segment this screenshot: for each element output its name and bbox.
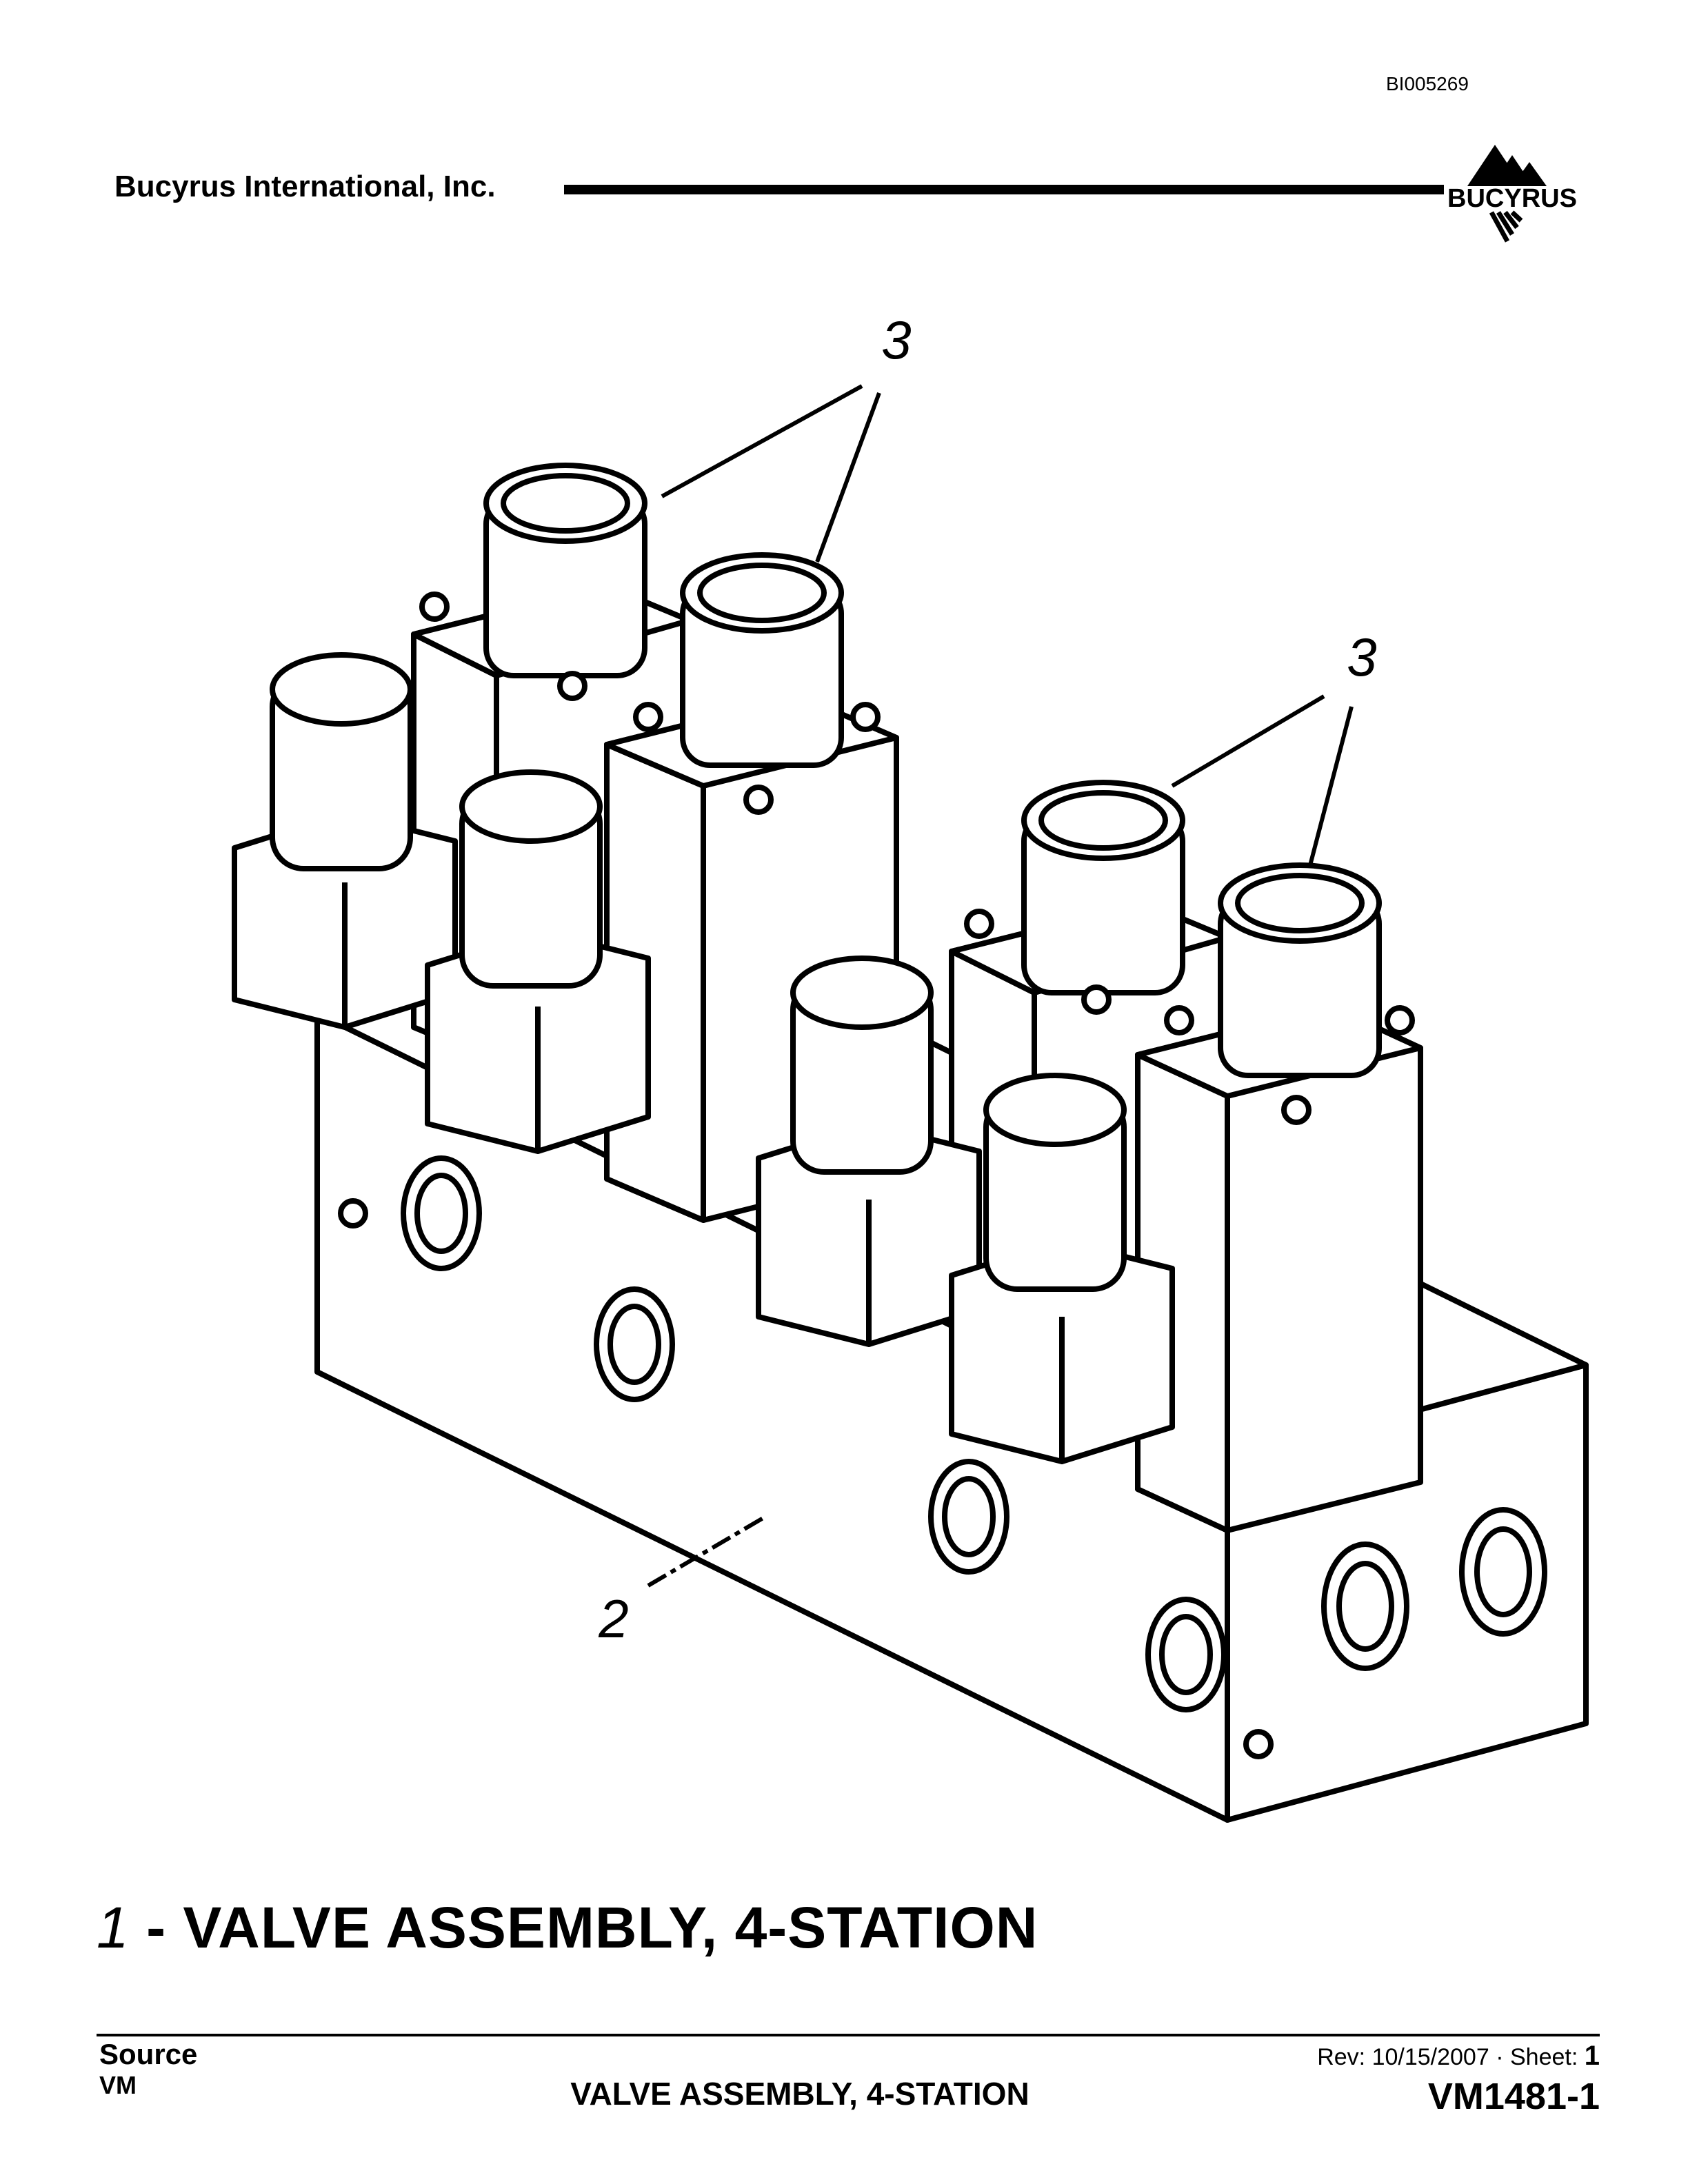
header-rule bbox=[564, 185, 1444, 194]
callout-label: 3 bbox=[1347, 627, 1376, 687]
bucyrus-logo: BUCYRUS bbox=[1447, 145, 1577, 243]
source-value: VM bbox=[99, 2071, 137, 2099]
figure-title: 1 - VALVE ASSEMBLY, 4-STATION bbox=[97, 1894, 1038, 1961]
figure-number: 1 bbox=[97, 1895, 130, 1960]
callout-label: 3 bbox=[881, 310, 911, 370]
callout-label: 2 bbox=[598, 1588, 628, 1649]
rev-date: 10/15/2007 bbox=[1372, 2044, 1489, 2070]
logo-text: BUCYRUS bbox=[1447, 184, 1577, 213]
sheet-label: Sheet: bbox=[1509, 2044, 1578, 2070]
part-number: VM1481-1 bbox=[1427, 2076, 1600, 2117]
document-id: BI005269 bbox=[1386, 73, 1469, 94]
company-name: Bucyrus International, Inc. bbox=[114, 170, 496, 203]
footer-rule bbox=[97, 2034, 1600, 2036]
valve-assembly-drawing: 3 3 2 bbox=[232, 310, 1589, 1823]
source-label: Source bbox=[99, 2038, 198, 2070]
revision-line: Rev: 10/15/2007 · Sheet: 1 bbox=[1317, 2041, 1600, 2072]
footer-title: VALVE ASSEMBLY, 4-STATION bbox=[570, 2076, 1029, 2112]
rev-label: Rev: bbox=[1317, 2044, 1366, 2070]
figure-title-text: VALVE ASSEMBLY, 4-STATION bbox=[183, 1895, 1038, 1960]
title-separator: - bbox=[146, 1895, 167, 1960]
rev-separator: · bbox=[1496, 2044, 1504, 2070]
sheet-number: 1 bbox=[1584, 2041, 1600, 2071]
